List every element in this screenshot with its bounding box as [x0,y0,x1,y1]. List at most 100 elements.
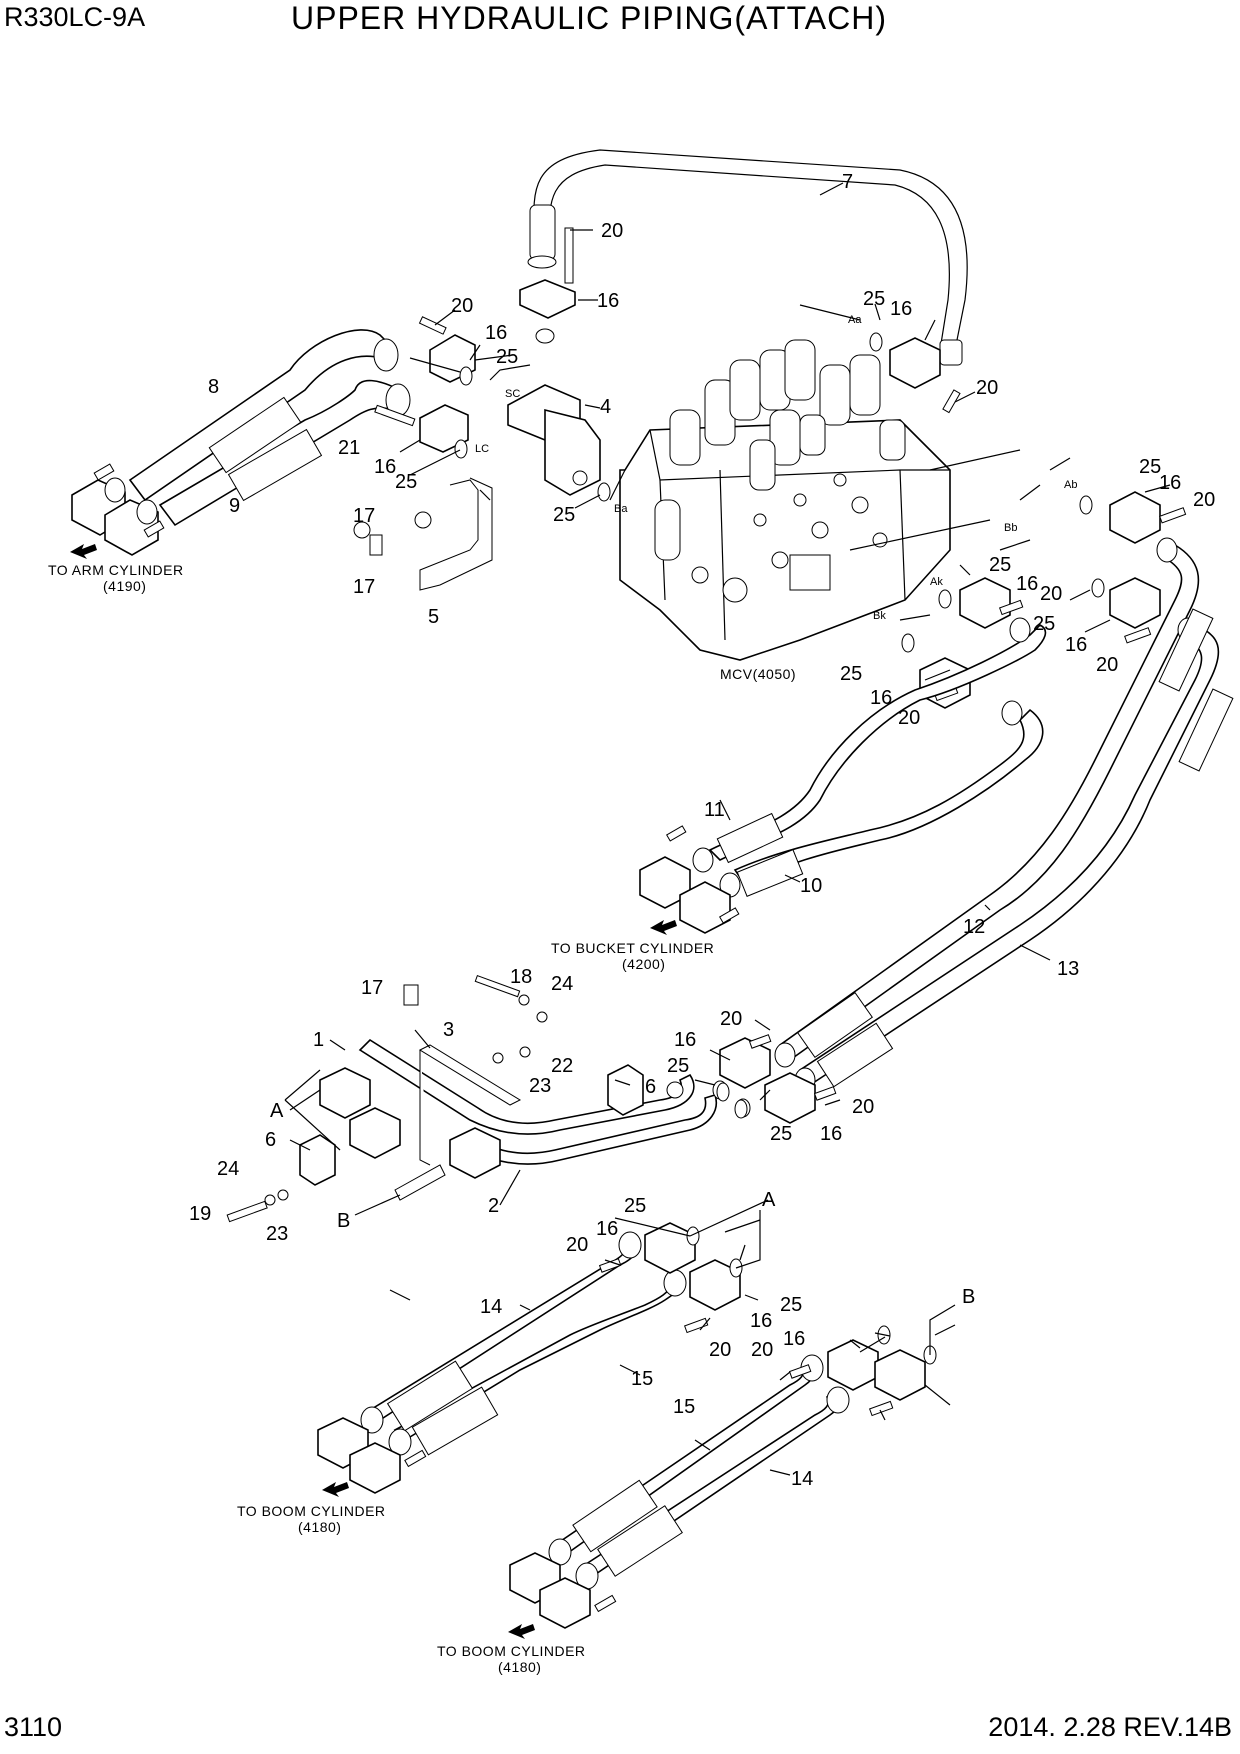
part-number: 16 [750,1310,772,1332]
part-number: 6 [645,1076,656,1098]
part-number: 25 [989,554,1011,576]
part-number: 20 [566,1234,588,1256]
detail-letter-a-pipe: A [270,1100,284,1122]
part-number: 23 [529,1075,551,1097]
part-number: 25 [840,663,862,685]
hoses-14-15-left [317,1222,741,1494]
part-number: 25 [496,346,518,368]
part-number: 13 [1057,958,1079,980]
callout-labels: MCV(4050) TO ARM CYLINDER (4190) TO BUCK… [48,562,796,1675]
port-label-bk: Bk [873,610,886,622]
block-and-bracket [353,316,601,591]
port-label-ab: Ab [1064,479,1077,491]
part-number: 20 [1040,583,1062,605]
boom-cylinder-ref-2: (4180) [498,1659,541,1675]
part-number: 16 [870,687,892,709]
model-code: R330LC-9A [4,2,146,32]
part-number: 16 [374,456,396,478]
part-number: 20 [976,377,998,399]
part-number: 20 [898,707,920,729]
part-number: 8 [208,376,219,398]
port-label-bb: Bb [1004,522,1017,534]
port-label-ba: Ba [614,503,628,515]
part-number: 25 [395,471,417,493]
part-number: 6 [265,1129,276,1151]
part-number: 20 [751,1339,773,1361]
boom-cylinder-ref-1: (4180) [298,1519,341,1535]
part-number: 20 [720,1008,742,1030]
part-number: 25 [770,1123,792,1145]
part-number: 16 [820,1123,842,1145]
page-number: 3110 [4,1712,63,1742]
port-label-sc: SC [505,388,520,400]
arm-cylinder-label: TO ARM CYLINDER [48,562,184,578]
part-number: 3 [443,1019,454,1041]
port-labels: Aa Ab Bb Ak Bk Ba SC LC [475,314,1077,622]
part-number: 4 [600,396,611,418]
part-number: 20 [451,295,473,317]
arrow-boom-cylinder-2 [508,1624,535,1639]
hoses-14-15-right [509,1339,926,1629]
hoses-10-11 [639,617,1047,934]
part-number: 17 [361,977,383,999]
part-number: 16 [1065,634,1087,656]
part-number: 25 [667,1055,689,1077]
direction-arrows [70,544,677,1639]
boom-cylinder-label-1: TO BOOM CYLINDER [237,1503,386,1519]
part-number: 17 [353,505,375,527]
part-number: 5 [428,606,439,628]
part-number: 25 [553,504,575,526]
port-label-ak: Ak [930,576,943,588]
part-number: 17 [353,576,375,598]
part-number: 24 [217,1158,239,1180]
detail-letters: A B A B [270,1100,975,1308]
page-title: UPPER HYDRAULIC PIPING(ATTACH) [291,0,887,36]
part-numbers: 1 2 3 4 5 6 6 7 8 9 10 11 12 13 14 14 15… [189,171,1215,1490]
part-number: 25 [863,288,885,310]
part-number: 20 [1193,489,1215,511]
arrow-arm-cylinder [70,544,97,559]
arrow-bucket-cylinder [650,920,677,935]
hose-7 [519,149,968,366]
part-number: 7 [842,171,853,193]
part-number: 16 [596,1218,618,1240]
hoses-8-9 [71,329,411,556]
part-number: 20 [852,1096,874,1118]
part-number: 18 [510,966,532,988]
part-number: 16 [1159,472,1181,494]
port-label-lc: LC [475,443,489,455]
part-number: 9 [229,495,240,517]
part-number: 14 [791,1468,813,1490]
part-number: 1 [313,1029,324,1051]
detail-letter-a-boom: A [762,1189,776,1211]
part-number: 25 [780,1294,802,1316]
port-label-aa: Aa [848,314,862,326]
part-number: 12 [963,916,985,938]
part-number: 20 [601,220,623,242]
mcv-label: MCV(4050) [720,666,796,682]
bucket-cylinder-label: TO BUCKET CYLINDER [551,940,714,956]
part-number: 16 [674,1029,696,1051]
part-number: 15 [673,1396,695,1418]
revision-date: 2014. 2.28 REV.14B [988,1712,1232,1742]
part-number: 15 [631,1368,653,1390]
arm-cylinder-ref: (4190) [103,578,146,594]
part-number: 22 [551,1055,573,1077]
part-number: 16 [783,1328,805,1350]
part-number: 23 [266,1223,288,1245]
hoses-12-13 [774,537,1234,1093]
part-number: 16 [485,322,507,344]
part-number: 24 [551,973,573,995]
detail-letter-b-boom: B [962,1286,975,1308]
part-number: 20 [1096,654,1118,676]
part-number: 25 [1139,456,1161,478]
detail-letter-b-pipe: B [337,1210,350,1232]
part-number: 11 [704,799,725,821]
main-control-valve [619,339,951,661]
leader-lines [284,182,1171,1476]
part-number: 21 [338,437,360,459]
part-number: 16 [597,290,619,312]
part-number: 25 [624,1195,646,1217]
part-number: 16 [890,298,912,320]
boom-cylinder-label-2: TO BOOM CYLINDER [437,1643,586,1659]
